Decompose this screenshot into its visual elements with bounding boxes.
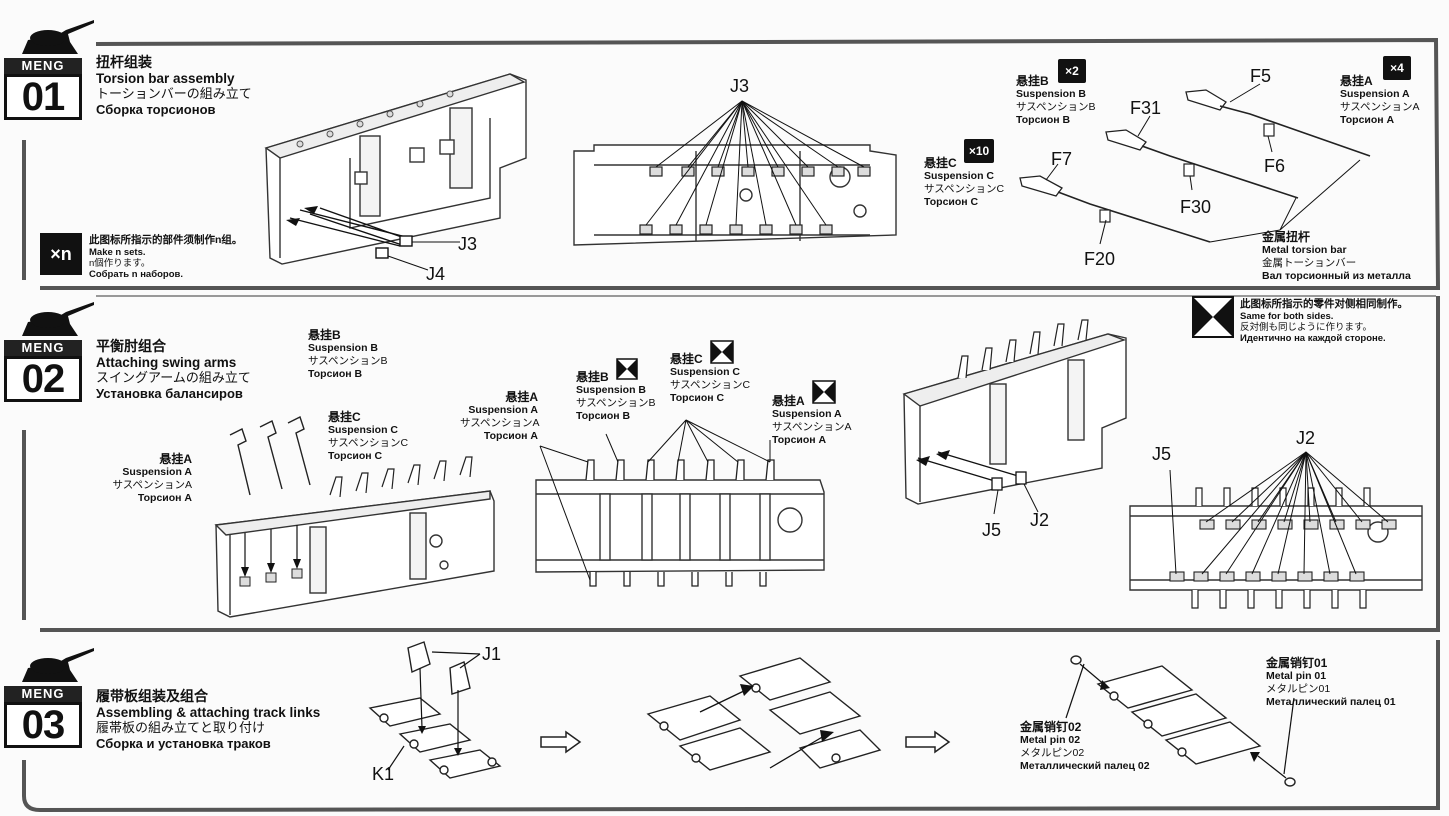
- suspension-b-label: 悬挂B Suspension B サスペンションB Торсион B: [576, 370, 656, 422]
- suspension-b-label: 悬挂B Suspension B サスペンションB Торсион B: [1016, 74, 1096, 126]
- step-number: 01: [21, 75, 66, 119]
- title-jp: トーションバーの組み立て: [96, 86, 252, 102]
- track-link-assembly-drawing: [368, 641, 502, 779]
- both-sides-icon: [812, 380, 836, 404]
- brand-label: MENG: [4, 686, 82, 702]
- multiplier-badge: ×2: [1058, 59, 1086, 83]
- title-ru: Сборка торсионов: [96, 101, 216, 117]
- part-label-j1: J1: [482, 644, 502, 664]
- suspension-c-label: 悬挂C Suspension C サスペンションC Торсион C: [328, 410, 409, 462]
- title-jp: スイングアームの組み立て: [96, 370, 251, 386]
- track-pins-drawing: [1065, 655, 1296, 787]
- title-zh: 扭杆组装: [96, 54, 152, 70]
- step-01-logo: MENG 01: [4, 14, 94, 126]
- suspension-a-label: 悬挂A Suspension A サスペンションA Торсион A: [772, 394, 852, 446]
- part-label-f5: F5: [1250, 66, 1272, 86]
- torsion-bars-drawing: [1019, 83, 1371, 245]
- part-label-f7: F7: [1051, 149, 1073, 169]
- title-en: Torsion bar assembly: [96, 70, 235, 86]
- suspension-c-label: 悬挂C Suspension C サスペンションC Торсион C: [670, 352, 751, 404]
- hull-isometric-drawing: [264, 73, 527, 271]
- suspension-b-label: 悬挂B Suspension B サスペンションB Торсион B: [308, 328, 388, 380]
- suspension-a-label: 悬挂A Suspension A サスペンションA Торсион A: [460, 390, 540, 442]
- leader-lines: [645, 100, 865, 226]
- step-number: 02: [21, 357, 66, 401]
- both-sides-note: 此图标所指示的零件对侧相同制作。 Same for both sides. 反対…: [1240, 298, 1408, 345]
- step-02-title: 平衡肘组合 Attaching swing arms スイングアームの組み立て …: [96, 338, 251, 401]
- part-label-f30: F30: [1180, 197, 1212, 217]
- title-ru: Установка балансиров: [96, 385, 243, 401]
- next-step-arrow-icon: [905, 730, 951, 754]
- metal-torsion-bar-label: 金属扭杆 Metal torsion bar 金属トーションバー Вал тор…: [1262, 230, 1411, 282]
- title-zh: 平衡肘组合: [96, 338, 166, 354]
- both-sides-icon: [710, 340, 734, 364]
- multiplier-badge: ×4: [1383, 56, 1411, 80]
- hull-bottom-view-drawing-right: [1129, 451, 1423, 609]
- suspension-a-label: 悬挂A Suspension A サスペンションA Торсион A: [1340, 74, 1420, 126]
- brand-label: MENG: [4, 58, 82, 74]
- metal-pin-02-label: 金属销钉02 Metal pin 02 メタルピン02 Металлически…: [1020, 720, 1150, 772]
- metal-pin-01-label: 金属销钉01 Metal pin 01 メタルピン01 Металлически…: [1266, 656, 1396, 708]
- both-sides-icon: [616, 358, 638, 380]
- hull-swing-arm-side-view: [535, 419, 825, 587]
- step-01-title: 扭杆组装 Torsion bar assembly トーションバーの組み立て С…: [96, 54, 252, 117]
- step-03-title: 履带板组装及组合 Assembling & attaching track li…: [96, 688, 320, 751]
- brand-label: MENG: [4, 340, 82, 356]
- both-sides-icon: [1192, 296, 1234, 338]
- step-number: 03: [21, 703, 66, 747]
- part-label-f6: F6: [1264, 156, 1286, 176]
- sets-note: 此图标所指示的部件须制作n组。 Make n sets. n個作ります。 Соб…: [89, 234, 243, 281]
- step-03-logo: MENG 03: [4, 642, 94, 754]
- title-en: Assembling & attaching track links: [96, 704, 321, 720]
- hull-swing-arm-drawing: [214, 416, 495, 618]
- part-label-f20: F20: [1084, 249, 1116, 269]
- part-label-j5: J5: [1152, 444, 1172, 464]
- part-label-j5: J5: [982, 520, 1002, 540]
- multiplier-badge: ×10: [964, 139, 994, 163]
- part-label-j2: J2: [1296, 428, 1316, 448]
- hull-bottom-view-drawing: [573, 100, 897, 246]
- tank-icon: [22, 20, 94, 54]
- hull-isometric-drawing-right: [902, 319, 1127, 515]
- tank-icon: [22, 648, 94, 682]
- title-jp: 履帯板の組み立てと取り付け: [96, 720, 266, 736]
- part-label-k1: K1: [372, 764, 395, 784]
- part-label-j3: J3: [730, 76, 750, 96]
- title-en: Attaching swing arms: [96, 354, 237, 370]
- part-label-j4: J4: [426, 264, 446, 284]
- suspension-a-label: 悬挂A Suspension A サスペンションA Торсион A: [112, 452, 192, 504]
- title-zh: 履带板组装及组合: [96, 688, 208, 704]
- sets-icon: ×n: [40, 233, 82, 275]
- step-02-logo: MENG 02: [4, 296, 94, 408]
- part-label-j2: J2: [1030, 510, 1050, 530]
- next-step-arrow-icon: [540, 730, 582, 754]
- part-label-f31: F31: [1130, 98, 1162, 118]
- suspension-c-label: 悬挂C Suspension C サスペンションC Торсион C: [924, 156, 1005, 208]
- track-links-attach-drawing: [646, 657, 882, 771]
- tank-icon: [22, 302, 94, 336]
- part-label-j3: J3: [458, 234, 478, 254]
- title-ru: Сборка и установка траков: [96, 735, 271, 751]
